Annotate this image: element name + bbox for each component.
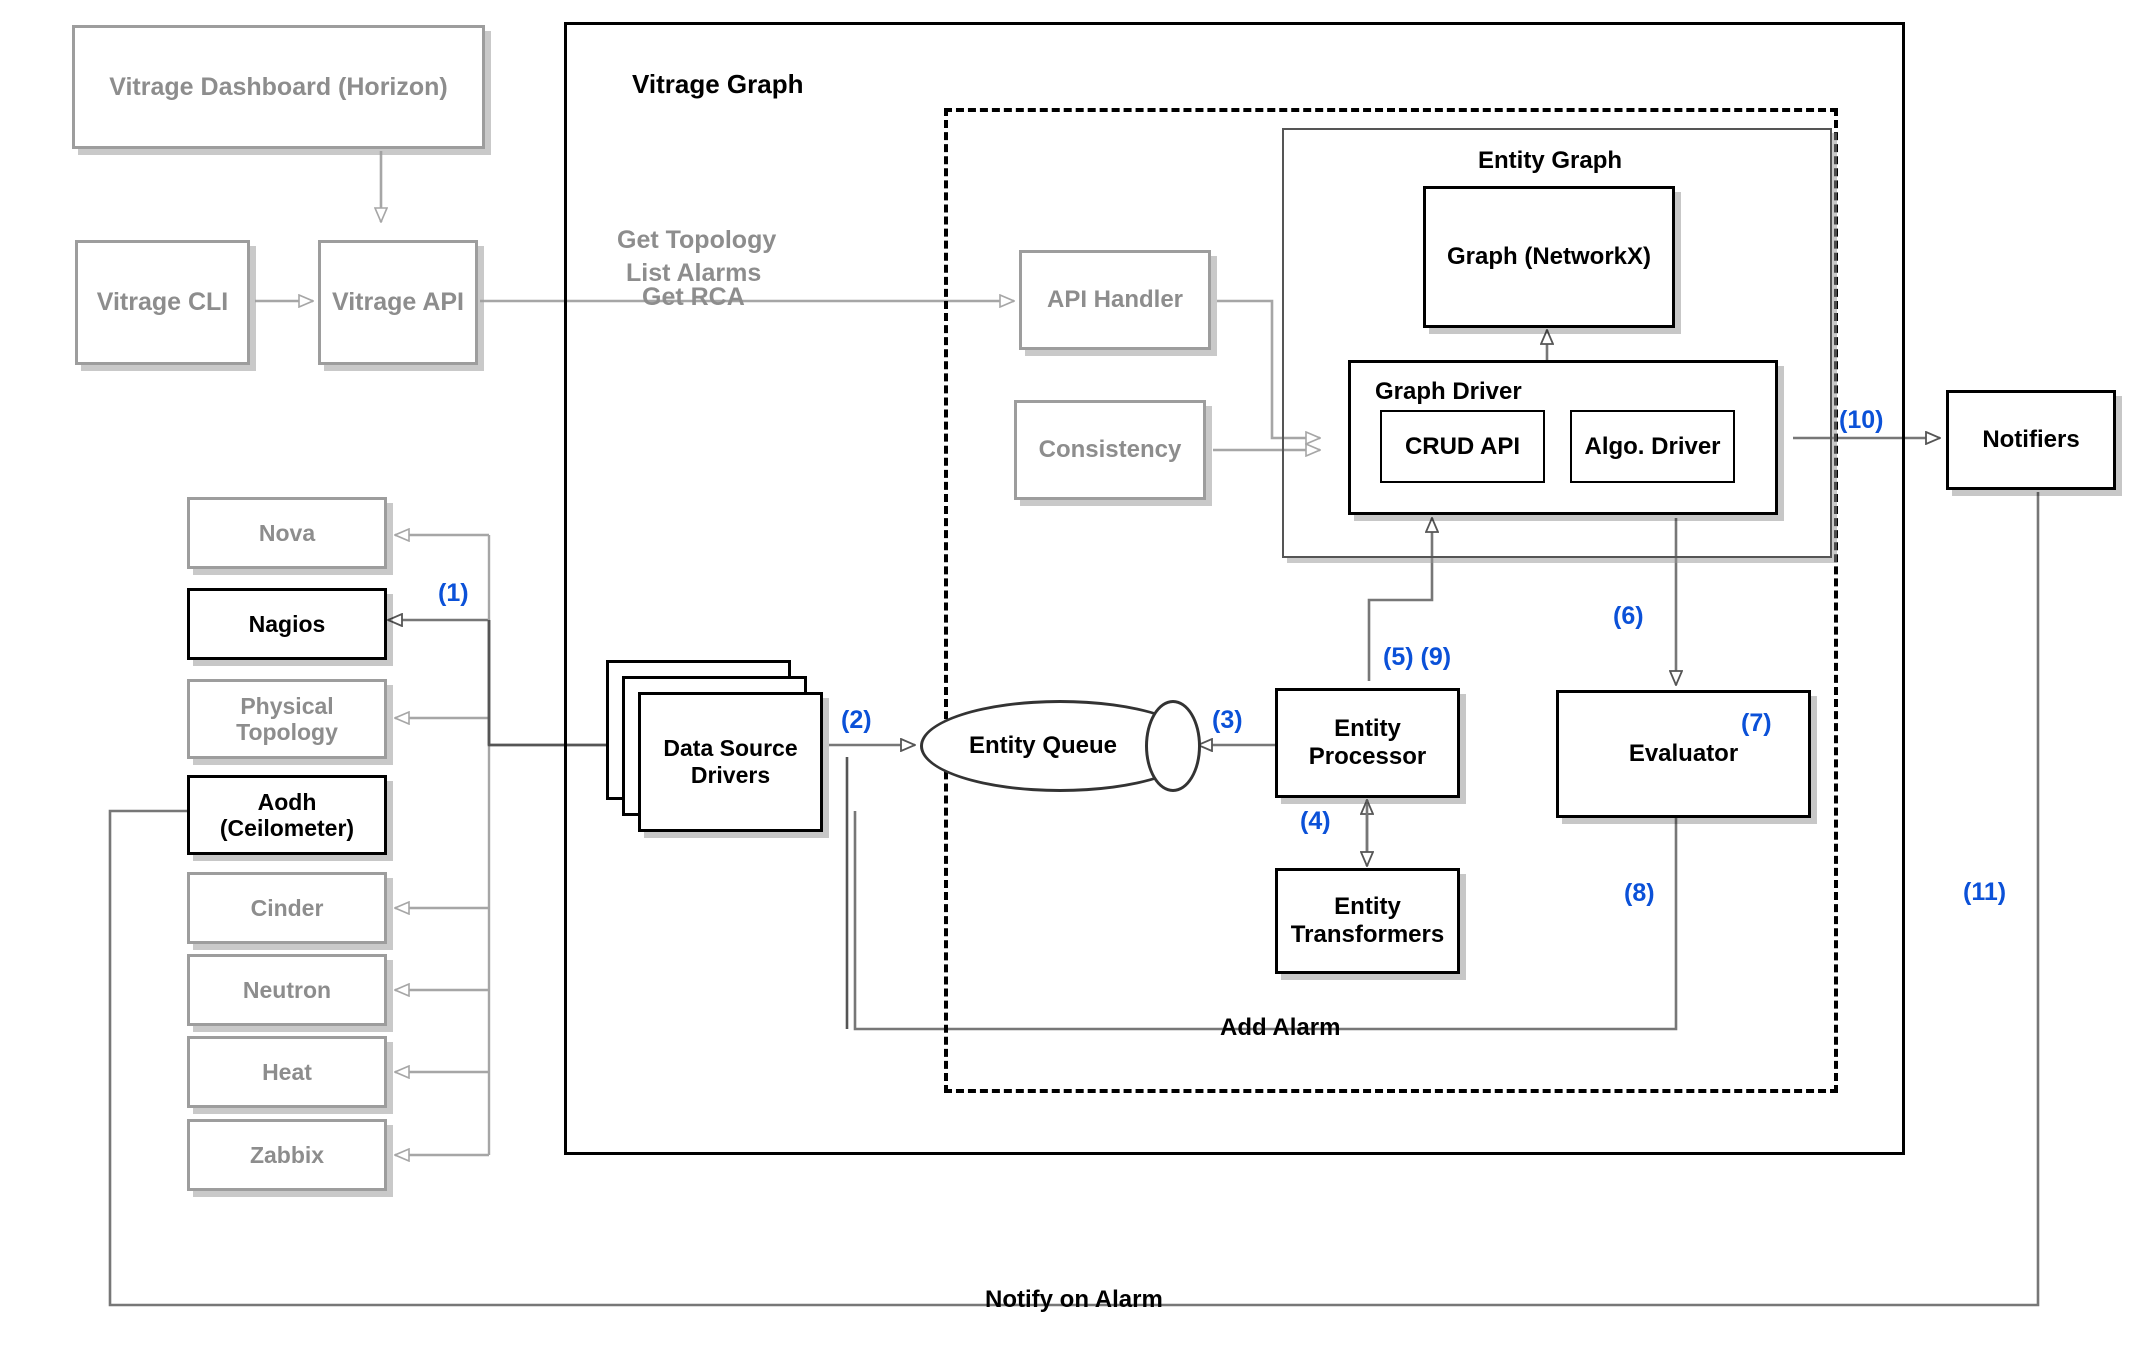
flow-label-8: (8) (1624, 879, 1655, 907)
entity-graph-container (1282, 128, 1832, 558)
graph-driver-title: Graph Driver (1375, 378, 1522, 405)
data-source-drivers-label-2: Drivers (690, 762, 771, 788)
flow-label-11: (11) (1963, 878, 2007, 906)
vitrage-cli-box[interactable]: Vitrage CLI (75, 240, 250, 365)
entity-transformers-label-2: Transformers (1290, 921, 1445, 948)
data-source-neutron-label: Neutron (242, 976, 332, 1003)
data-source-drivers-label-1: Data Source (663, 735, 798, 761)
data-source-nagios-label: Nagios (248, 610, 326, 637)
consistency-label: Consistency (1038, 436, 1182, 464)
algo-driver-box[interactable]: Algo. Driver (1570, 410, 1735, 483)
vitrage-dashboard-label: Vitrage Dashboard (Horizon) (109, 72, 448, 101)
data-source-drivers-sheet-front: Data Source Drivers (638, 692, 823, 832)
flow-label-3: (3) (1212, 706, 1243, 734)
data-source-aodh-label-1: Aodh (257, 788, 317, 815)
data-source-cinder[interactable]: Cinder (187, 872, 387, 944)
data-source-neutron[interactable]: Neutron (187, 954, 387, 1026)
flow-label-10: (10) (1839, 406, 1884, 434)
add-alarm-label: Add Alarm (1220, 1014, 1341, 1041)
notify-on-alarm-label: Notify on Alarm (985, 1286, 1163, 1313)
flow-label-5-9: (5) (9) (1383, 643, 1452, 671)
evaluator-box[interactable]: Evaluator (1556, 690, 1811, 818)
api-call-get-topology: Get Topology (617, 226, 777, 254)
data-source-zabbix-label: Zabbix (249, 1141, 325, 1168)
api-call-get-rca: Get RCA (642, 283, 745, 311)
entity-queue-cap (1145, 700, 1201, 792)
data-source-nova[interactable]: Nova (187, 497, 387, 569)
notifiers-box[interactable]: Notifiers (1946, 390, 2116, 490)
graph-networkx-box[interactable]: Graph (NetworkX) (1423, 186, 1675, 328)
data-source-cinder-label: Cinder (250, 894, 324, 921)
vitrage-api-box[interactable]: Vitrage API (318, 240, 478, 365)
graph-networkx-label: Graph (NetworkX) (1446, 243, 1652, 271)
api-handler-box[interactable]: API Handler (1019, 250, 1211, 350)
data-source-heat-label: Heat (262, 1058, 312, 1085)
processing-pipeline-dashed-container (944, 108, 1838, 1093)
flow-label-1: (1) (438, 579, 469, 607)
data-source-aodh[interactable]: Aodh (Ceilometer) (187, 775, 387, 855)
data-source-heat[interactable]: Heat (187, 1036, 387, 1108)
entity-processor-label-2: Processor (1308, 743, 1427, 770)
entity-graph-title: Entity Graph (1478, 147, 1623, 174)
vitrage-cli-label: Vitrage CLI (96, 288, 229, 317)
entity-transformers-label-1: Entity (1334, 893, 1401, 921)
data-source-physical-topology-label-1: Physical (240, 692, 334, 719)
vitrage-dashboard-box[interactable]: Vitrage Dashboard (Horizon) (72, 25, 485, 149)
data-source-aodh-label-2: (Ceilometer) (219, 815, 355, 841)
api-call-list-alarms: List Alarms (626, 259, 762, 287)
data-source-nova-label: Nova (258, 519, 316, 546)
entity-queue-label: Entity Queue (968, 732, 1118, 759)
data-source-nagios[interactable]: Nagios (187, 588, 387, 660)
vitrage-graph-container (564, 22, 1905, 1155)
algo-driver-label: Algo. Driver (1584, 432, 1721, 460)
data-source-zabbix[interactable]: Zabbix (187, 1119, 387, 1191)
vitrage-api-label: Vitrage API (332, 288, 464, 317)
flow-label-4: (4) (1300, 807, 1331, 835)
consistency-box[interactable]: Consistency (1014, 400, 1206, 500)
vitrage-graph-title: Vitrage Graph (632, 69, 804, 99)
data-source-drivers-stack[interactable]: Data Source Drivers (606, 660, 841, 840)
flow-label-6: (6) (1613, 602, 1644, 630)
flow-label-2: (2) (841, 706, 872, 734)
flow-label-7: (7) (1741, 709, 1772, 737)
data-source-physical-topology[interactable]: Physical Topology (187, 679, 387, 759)
notifiers-label: Notifiers (1982, 426, 2080, 454)
api-handler-label: API Handler (1046, 286, 1184, 314)
crud-api-box[interactable]: CRUD API (1380, 410, 1545, 483)
entity-processor-label-1: Entity (1334, 715, 1401, 743)
data-source-physical-topology-label-2: Topology (236, 719, 338, 745)
evaluator-label: Evaluator (1628, 740, 1739, 768)
entity-processor-box[interactable]: Entity Processor (1275, 688, 1460, 798)
entity-queue-cylinder[interactable]: Entity Queue (920, 700, 1201, 792)
entity-transformers-box[interactable]: Entity Transformers (1275, 868, 1460, 974)
crud-api-label: CRUD API (1404, 432, 1521, 460)
